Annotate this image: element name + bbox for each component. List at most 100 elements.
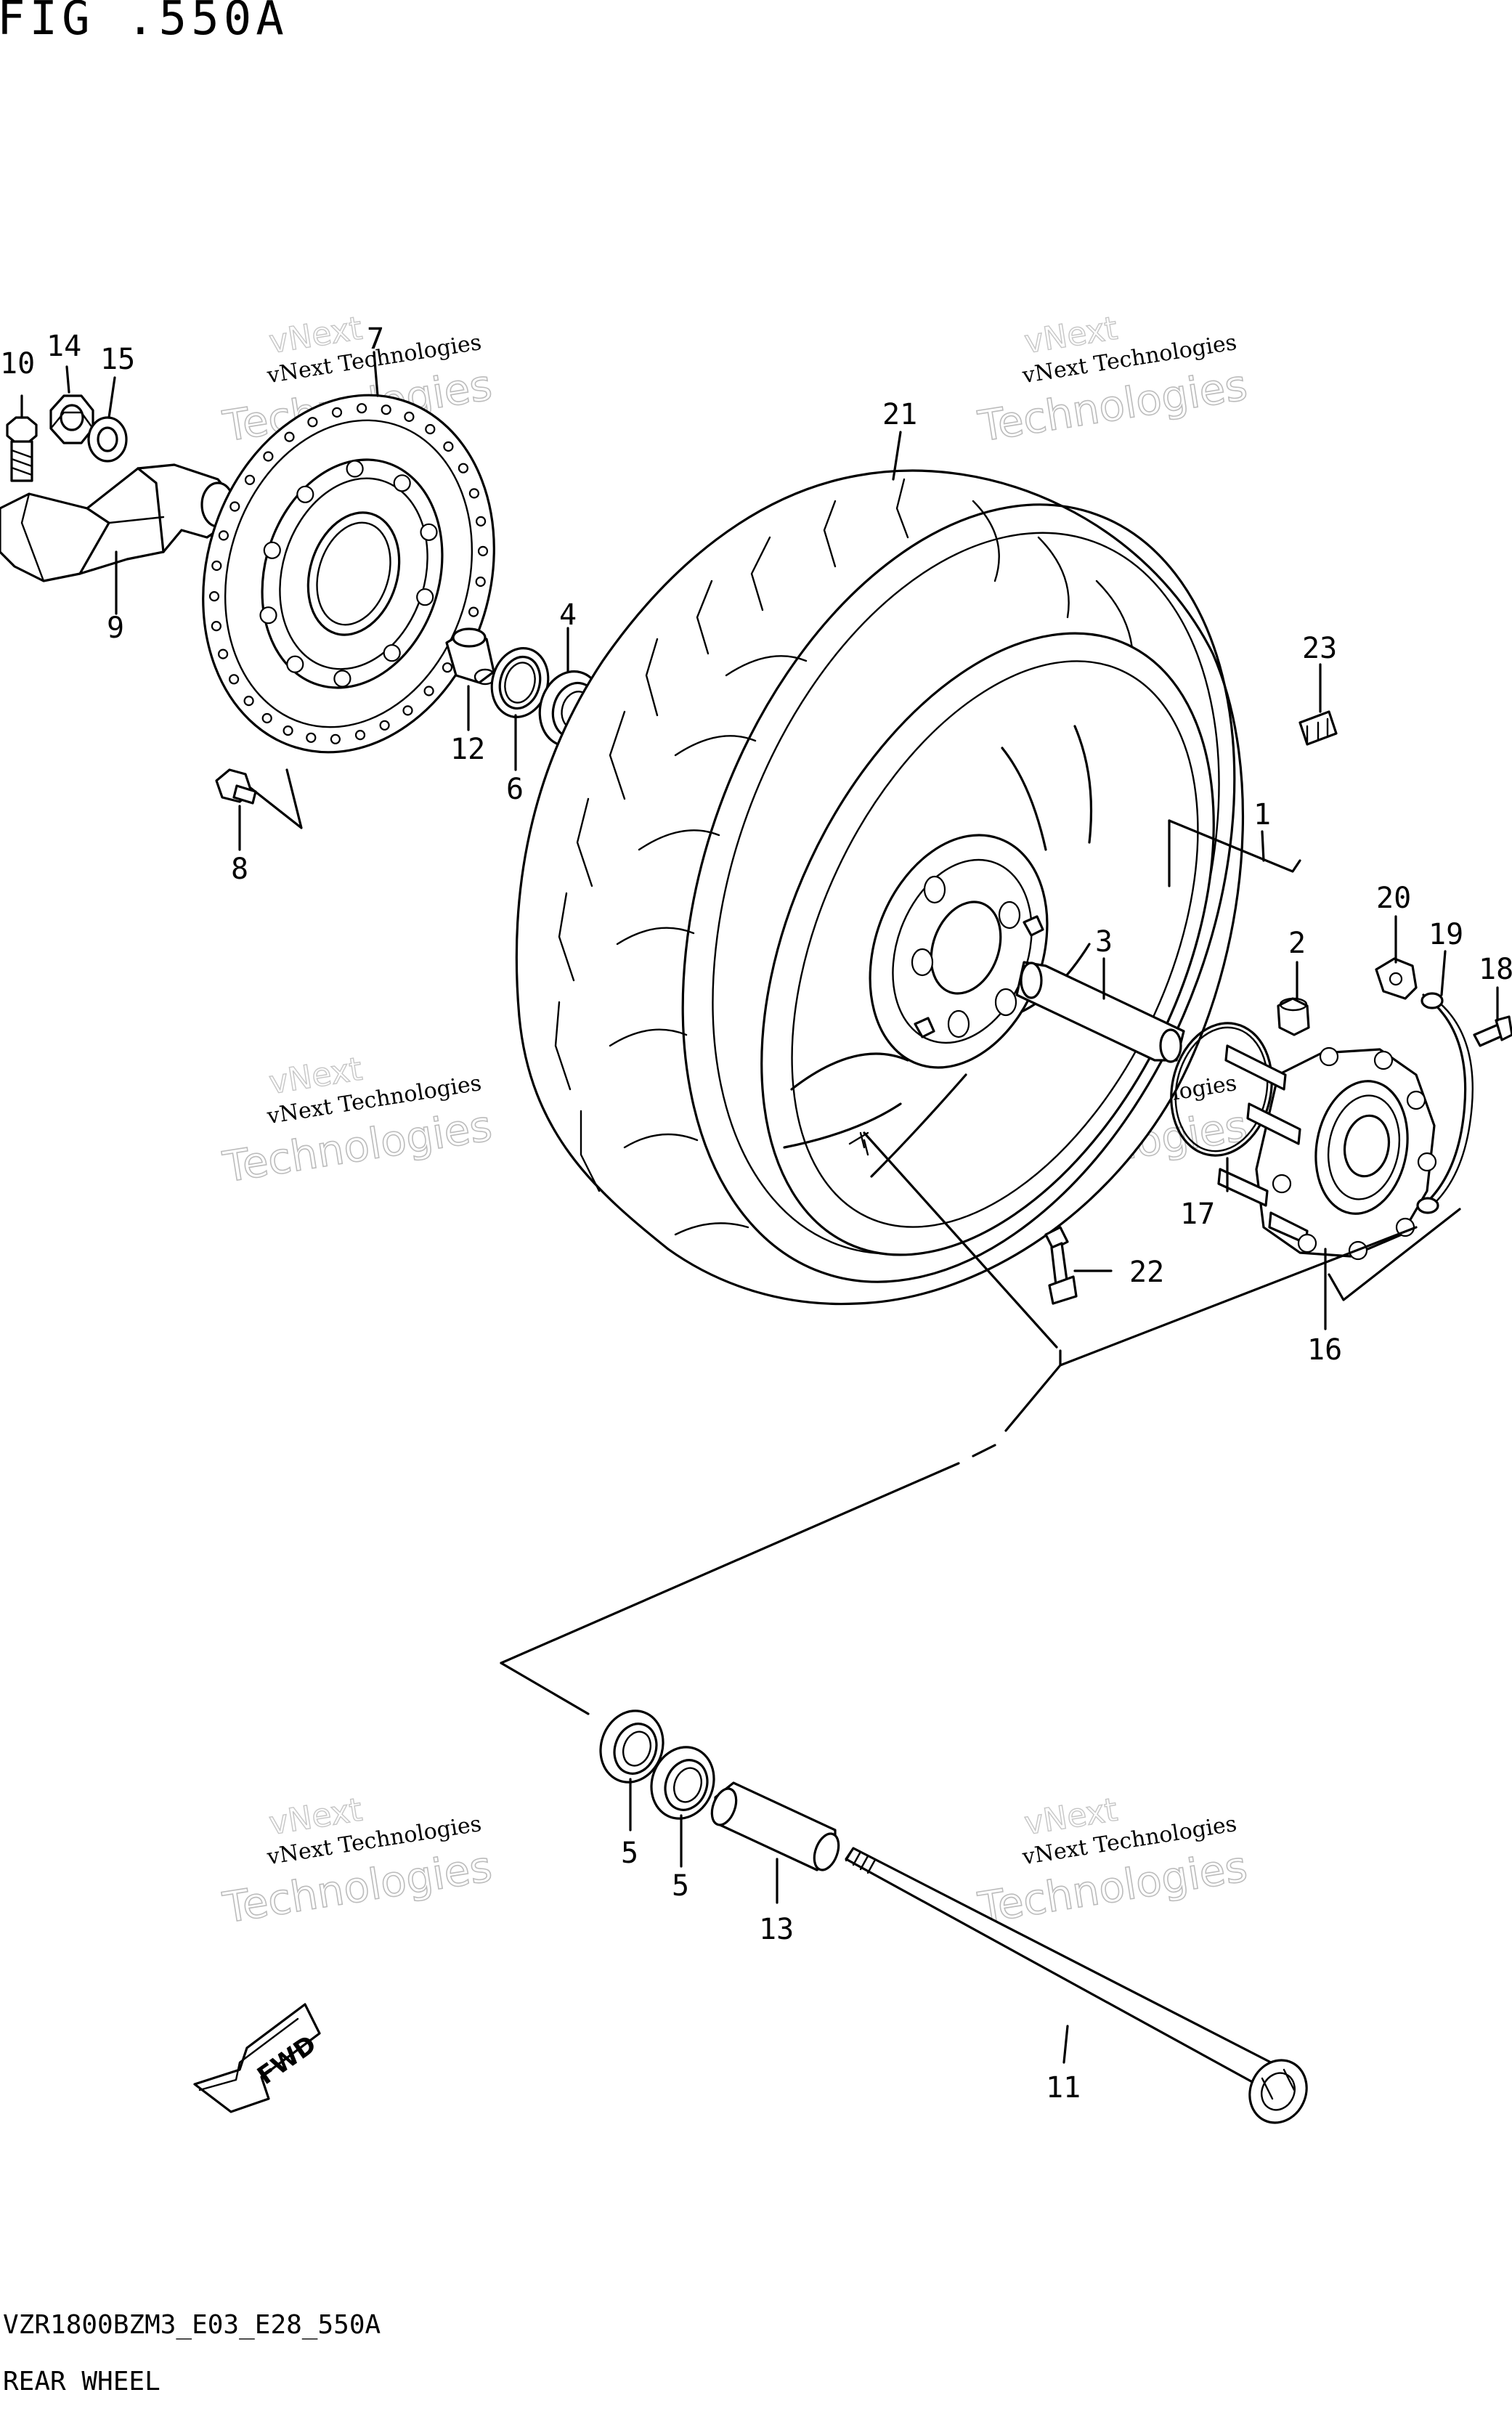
disc-vent-holes xyxy=(208,403,489,744)
section-name: REAR WHEEL xyxy=(3,2367,160,2396)
callout-14: 14 xyxy=(46,330,81,363)
disc-mount-hole xyxy=(333,670,351,688)
disc-bolt-8 xyxy=(215,768,257,805)
center-dash-1 xyxy=(1004,1364,1062,1432)
disc-vent-hole xyxy=(477,545,489,557)
center-bracket-lower xyxy=(500,1662,590,1715)
washer-15 xyxy=(87,416,128,463)
watermark-middle-left: vNext Technologies vNext Technologies xyxy=(219,1050,495,1192)
figure-title: FIG .550A xyxy=(0,0,288,46)
damper-2 xyxy=(1277,997,1310,1036)
oil-seal-6 xyxy=(490,647,550,718)
disc-vent-hole xyxy=(307,417,318,428)
callout-20: 20 xyxy=(1376,882,1411,915)
disc-mount-hole xyxy=(263,541,281,559)
brake-disc-7 xyxy=(202,394,495,754)
watermark-bottom-left: vNext Technologies vNext Technologies xyxy=(219,1791,495,1933)
callout-1: 1 xyxy=(1253,798,1271,832)
disc-vent-hole xyxy=(243,695,254,707)
leader-7 xyxy=(373,351,379,397)
disc-vent-hole xyxy=(330,733,341,744)
leader-1-bracket xyxy=(1168,819,1301,873)
bolt-10 xyxy=(6,416,38,482)
disc-vent-hole xyxy=(423,686,434,696)
callout-6: 6 xyxy=(506,773,524,806)
callout-21: 21 xyxy=(882,398,917,431)
clip-23 xyxy=(1298,710,1338,746)
disc-vent-hole xyxy=(331,407,343,418)
plate-20 xyxy=(1375,957,1418,1000)
disc-mount-hole xyxy=(286,655,304,673)
disc-vent-hole xyxy=(229,674,240,685)
caliper-bracket-9 xyxy=(0,463,237,582)
callout-4: 4 xyxy=(559,598,577,632)
disc-vent-hole xyxy=(354,729,366,741)
leader-1 xyxy=(1261,830,1265,862)
spacer-12 xyxy=(445,627,497,686)
spacer-3 xyxy=(1015,961,1185,1063)
callout-2: 2 xyxy=(1288,927,1306,960)
o-ring-17 xyxy=(1170,1022,1273,1157)
disc-vent-hole xyxy=(442,662,453,673)
callout-11: 11 xyxy=(1046,2071,1081,2105)
disc-vent-hole xyxy=(379,720,390,731)
disc-vent-hole xyxy=(283,725,293,736)
callout-18: 18 xyxy=(1479,953,1512,986)
disc-mount-hole xyxy=(383,644,401,662)
leader-21 xyxy=(892,431,902,481)
watermark-top-right: vNext Technologies vNext Technologies xyxy=(974,309,1251,452)
leader-14 xyxy=(65,365,70,394)
callout-22: 22 xyxy=(1129,1256,1164,1289)
disc-vent-hole xyxy=(244,474,256,485)
callout-3: 3 xyxy=(1095,925,1113,959)
callout-16: 16 xyxy=(1307,1333,1342,1367)
disc-vent-hole xyxy=(404,411,415,423)
disc-vent-hole xyxy=(261,712,272,724)
callout-7: 7 xyxy=(367,322,384,356)
disc-vent-hole xyxy=(229,501,240,512)
disc-mount-hole xyxy=(296,485,314,503)
axle-11 xyxy=(845,1847,1308,2124)
disc-vent-hole xyxy=(475,576,486,587)
disc-vent-hole xyxy=(468,606,479,617)
leader-15 xyxy=(107,376,116,419)
callout-15: 15 xyxy=(100,343,135,376)
fwd-arrow-icon: FWD xyxy=(193,2003,322,2113)
leader-8-bracket xyxy=(249,768,303,829)
leader-16-bracket xyxy=(1328,1208,1461,1301)
drive-hub-16 xyxy=(1217,1044,1437,1261)
callout-8: 8 xyxy=(231,853,248,886)
disc-vent-hole xyxy=(443,441,454,452)
callout-13: 13 xyxy=(759,1913,794,1946)
callout-10: 10 xyxy=(0,347,35,381)
leader-wheel-tick xyxy=(848,1131,869,1149)
disc-vent-hole xyxy=(475,516,487,527)
disc-mount-hole xyxy=(393,474,411,492)
bearing-5a xyxy=(599,1709,664,1784)
callout-19: 19 xyxy=(1428,918,1463,951)
wheel-1 xyxy=(760,632,1215,1256)
disc-vent-hole xyxy=(218,649,229,659)
model-code: VZR1800BZM3_E03_E28_550A xyxy=(3,2310,381,2340)
disc-vent-hole xyxy=(284,431,295,442)
disc-mount-hole xyxy=(346,460,364,478)
disc-vent-hole xyxy=(306,732,317,743)
disc-mount-hole xyxy=(416,588,434,606)
callout-17: 17 xyxy=(1180,1198,1215,1231)
disc-mount-hole xyxy=(259,606,277,625)
callout-23: 23 xyxy=(1302,632,1337,665)
disc-vent-hole xyxy=(357,403,367,414)
disc-vent-hole xyxy=(218,530,229,541)
spacer-13 xyxy=(710,1781,840,1871)
leader-11 xyxy=(1062,2025,1069,2064)
callout-5b: 5 xyxy=(672,1869,689,1903)
disc-vent-hole xyxy=(402,705,413,716)
disc-vent-hole xyxy=(208,590,220,602)
screw-18 xyxy=(1473,1015,1512,1047)
center-dash-3 xyxy=(500,1462,960,1664)
disc-vent-hole xyxy=(381,404,391,415)
callout-5a: 5 xyxy=(621,1837,638,1870)
center-dash-2 xyxy=(972,1444,996,1457)
disc-vent-hole xyxy=(211,560,222,572)
